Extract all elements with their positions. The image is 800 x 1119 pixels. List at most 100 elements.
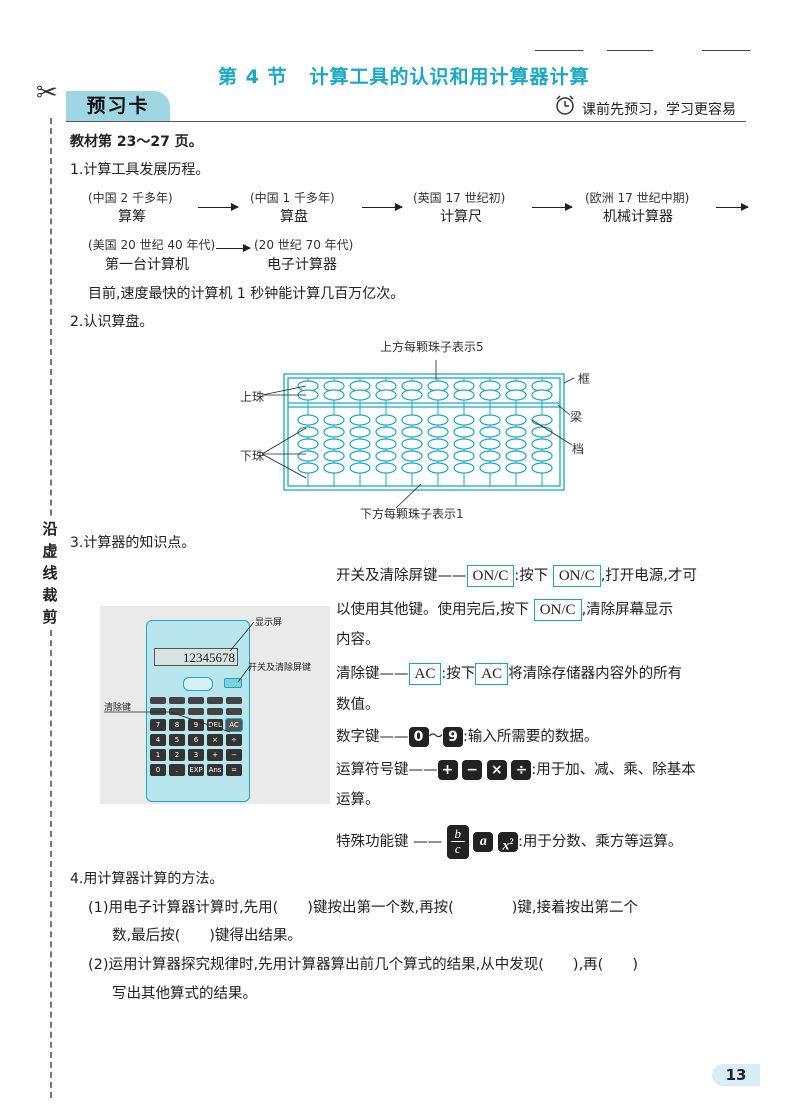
calculator-key: ÷: [226, 734, 242, 746]
abacus-bead: [479, 389, 501, 401]
abacus-bead: [427, 450, 449, 462]
abacus-bead: [297, 426, 319, 438]
a-key: a: [473, 832, 494, 852]
calculator-key: Ans: [207, 764, 223, 776]
abacus-bead: [323, 414, 345, 426]
lower-bead-label: 下珠: [240, 449, 265, 463]
calculator-key: 3: [188, 749, 204, 761]
calculator-key: 1: [150, 749, 166, 761]
plus-key: +: [437, 760, 458, 780]
calculator-nav-key: [183, 677, 213, 691]
ac-key-label: AC: [408, 663, 442, 685]
abacus-bead: [349, 462, 371, 474]
arrow: [716, 203, 749, 211]
abacus-bead: [349, 438, 371, 450]
onc-description-line2: 以使用其他键。使用完后,按下 ON/C,清除屏幕显示: [336, 599, 673, 621]
abacus-bead: [375, 462, 397, 474]
calculator-key: 5: [169, 734, 185, 746]
tool-name: 机械计算器: [603, 209, 673, 225]
calculator-fn-key: [150, 697, 166, 704]
abacus-bead: [531, 426, 553, 438]
section-title: 第 4 节计算工具的认识和用计算器计算: [218, 66, 590, 88]
tool-origin: (欧洲 17 世纪中期): [585, 191, 690, 205]
onc-description-line3: 内容。: [336, 632, 380, 648]
calculator-callouts: [104, 621, 255, 733]
q1-note: 目前,速度最快的计算机 1 秒钟能计算几百万亿次。: [88, 286, 405, 302]
abacus-bead: [453, 450, 475, 462]
abacus-bead: [531, 438, 553, 450]
tool-origin: (中国 1 千多年): [250, 191, 335, 205]
abacus-bead: [375, 414, 397, 426]
abacus-bead: [401, 438, 423, 450]
calculator-key: 2: [169, 749, 185, 761]
ac-description-line2: 数值。: [336, 697, 380, 713]
abacus-bead: [479, 426, 501, 438]
tool-origin: (中国 2 千多年): [88, 191, 173, 205]
calculator-key: .: [169, 764, 185, 776]
abacus-bead: [531, 414, 553, 426]
abacus-bead: [479, 450, 501, 462]
arrow: [362, 203, 403, 211]
calculator-key: 7: [150, 719, 166, 731]
abacus-bead: [531, 462, 553, 474]
header-rule: [66, 121, 746, 122]
abacus-bead: [375, 426, 397, 438]
calculator-key: EXP: [188, 764, 204, 776]
arrow: [198, 203, 239, 211]
abacus-bottom-label: 下方每颗珠子表示1: [360, 507, 464, 521]
abacus-bead: [531, 389, 553, 401]
operator-key-description-line2: 运算。: [336, 792, 380, 808]
q4-item2-line2: 写出其他算式的结果。: [112, 986, 257, 1002]
calculator-fn-key: [207, 697, 223, 704]
abacus-bead: [427, 389, 449, 401]
q2-title: 2.认识算盘。: [70, 314, 154, 330]
q4-item1: (1)用电子计算器计算时,先用( )键按出第一个数,再按( )键,接着按出第二个: [88, 900, 638, 916]
abacus-bead: [453, 426, 475, 438]
abacus-bead: [479, 462, 501, 474]
abacus-bead: [401, 389, 423, 401]
q4-item2: (2)运用计算器探究规律时,先用计算器算出前几个算式的结果,从中发现( ),再(…: [88, 957, 638, 973]
digit-0-key: 0: [408, 727, 429, 747]
frame-label: 框: [578, 372, 591, 386]
onc-key: [224, 678, 242, 688]
abacus-figure: [261, 360, 575, 509]
abacus-bead: [505, 389, 527, 401]
abacus-bead: [323, 462, 345, 474]
abacus-bead: [453, 438, 475, 450]
multiply-key: ×: [486, 760, 507, 780]
square-key: x2: [497, 832, 518, 854]
abacus-bead: [349, 389, 371, 401]
abacus-bead: [375, 389, 397, 401]
calculator-key: −: [226, 749, 242, 761]
calculator-key: +: [207, 749, 223, 761]
tool-name: 算盘: [280, 209, 308, 225]
onc-label: 开关及清除屏键: [248, 663, 312, 673]
calculator-key: 0: [150, 764, 166, 776]
tool-name: 第一台计算机: [105, 257, 189, 273]
abacus-bead: [349, 426, 371, 438]
date-blank: [702, 50, 750, 51]
abacus-bead: [401, 426, 423, 438]
beam-label: 梁: [570, 410, 583, 424]
abacus-bead: [505, 462, 527, 474]
abacus-bead: [505, 450, 527, 462]
abacus-bead: [349, 450, 371, 462]
abacus-bead: [479, 438, 501, 450]
abacus-top-label: 上方每颗珠子表示5: [380, 340, 484, 354]
abacus-bead: [323, 389, 345, 401]
calculator-fn-key: [169, 708, 185, 715]
operator-key-description: 运算符号键——+ − × ÷:用于加、减、乘、除基本: [336, 760, 696, 780]
calculator-key: ×: [207, 734, 223, 746]
abacus-rods: [297, 378, 553, 486]
scissors-icon: ✂: [36, 78, 58, 108]
abacus-bead: [323, 438, 345, 450]
abacus-bead: [453, 414, 475, 426]
abacus-bead: [297, 438, 319, 450]
q4-title: 4.用计算器计算的方法。: [70, 871, 224, 887]
calculator-key: =: [226, 764, 242, 776]
calculator-fn-key: [226, 697, 242, 704]
abacus-bead: [401, 450, 423, 462]
arrow: [216, 244, 251, 252]
